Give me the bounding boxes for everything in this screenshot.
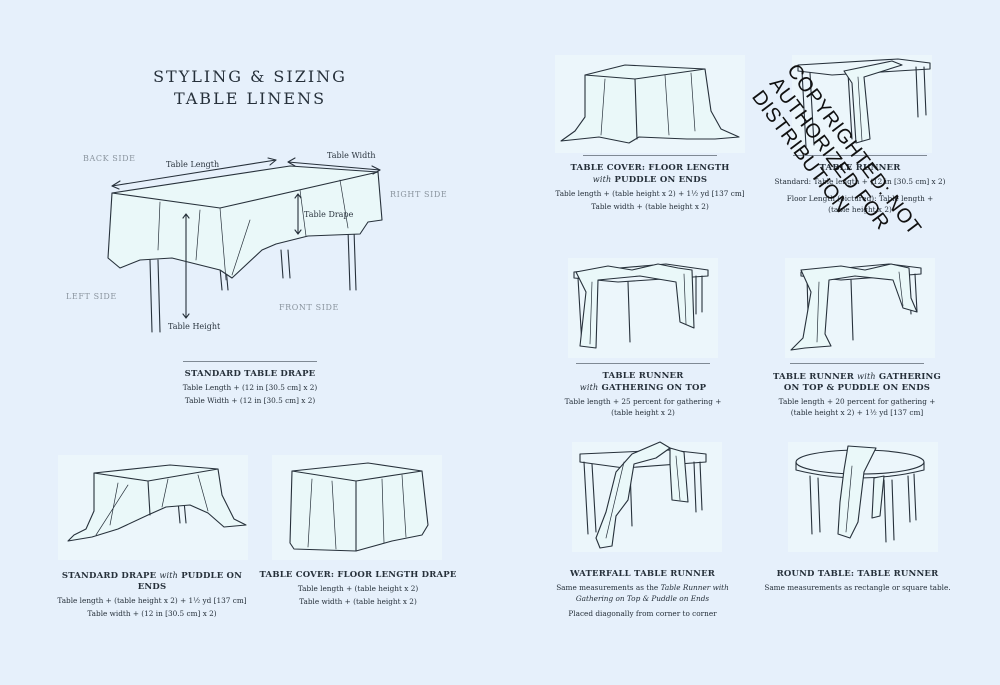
standard-table-diagram <box>107 157 383 333</box>
table-runner-illustration <box>792 55 932 153</box>
runner-gather-caption: TABLE RUNNER with GATHERING ON TOP Table… <box>543 363 743 418</box>
divider <box>790 363 924 364</box>
title-line-1: STYLING & SIZING <box>153 67 347 86</box>
standard-drape-caption: STANDARD TABLE DRAPE Table Length + (12 … <box>140 361 360 406</box>
caption-line: Table Width + (12 in [30.5 cm] x 2) <box>184 396 316 405</box>
waterfall-runner-illustration <box>572 441 722 552</box>
puddle-drape-illustration <box>58 455 248 560</box>
caption-line: Gathering on Top & Puddle on Ends <box>545 593 740 604</box>
caption-line: Floor Length (pictured): Table length + <box>786 194 934 203</box>
caption-line: (table height x 2) + 1½ yd [137 cm] <box>790 408 924 417</box>
back-side-label: BACK SIDE <box>83 154 136 163</box>
caption-heading: with PUDDLE ON ENDS <box>550 174 750 186</box>
heading-with: with <box>857 372 876 381</box>
page-title: STYLING & SIZING TABLE LINENS <box>120 66 380 110</box>
caption-line: Standard: Table length + (12 in [30.5 cm… <box>774 177 946 186</box>
cover-puddle-illustration <box>555 55 745 153</box>
caption-line: Table length + (table height x 2) + 1½ y… <box>555 189 745 198</box>
table-drape-label: Table Drape <box>304 210 354 219</box>
heading-with: with <box>159 571 179 580</box>
divider <box>793 155 927 156</box>
cover-puddle-caption: TABLE COVER: FLOOR LENGTH with PUDDLE ON… <box>550 155 750 212</box>
caption-line: Table width + (table height x 2) <box>299 597 417 606</box>
divider <box>183 361 317 362</box>
caption-line: Same measurements as rectangle or square… <box>764 583 951 592</box>
caption-line: Table length + (table height x 2) <box>297 584 419 593</box>
caption-line: Same measurements as the Table Runner wi… <box>545 582 740 593</box>
runner-gather-illustration <box>568 258 718 358</box>
caption-heading: TABLE RUNNER with GATHERING <box>757 371 957 383</box>
heading-part: GATHERING ON TOP <box>598 383 707 393</box>
caption-heading: TABLE RUNNER <box>602 371 684 381</box>
caption-heading: with GATHERING ON TOP <box>543 382 743 394</box>
table-runner-caption: TABLE RUNNER Standard: Table length + (1… <box>770 155 950 215</box>
round-table-illustration <box>788 442 938 552</box>
divider <box>583 155 717 156</box>
heading-part: GATHERING <box>875 372 941 382</box>
heading-part: STANDARD DRAPE <box>61 571 160 581</box>
caption-heading: TABLE COVER: FLOOR LENGTH DRAPE <box>259 570 457 580</box>
heading-part: PUDDLE ON ENDS <box>611 175 708 185</box>
caption-line: Table width + (table height x 2) <box>591 202 709 211</box>
heading-part: PUDDLE ON ENDS <box>137 571 243 592</box>
caption-heading: STANDARD DRAPE with PUDDLE ON ENDS <box>52 570 252 593</box>
caption-text: Same measurements as the <box>556 583 661 592</box>
puddle-drape-caption: STANDARD DRAPE with PUDDLE ON ENDS Table… <box>52 570 252 619</box>
caption-emphasis: Table Runner with <box>660 583 729 592</box>
runner-gather-puddle-caption: TABLE RUNNER with GATHERING ON TOP & PUD… <box>757 363 957 418</box>
heading-with: with <box>579 383 599 392</box>
round-table-caption: ROUND TABLE: TABLE RUNNER Same measureme… <box>760 569 955 593</box>
caption-line: Table length + 25 percent for gathering … <box>564 397 722 406</box>
caption-line: Table length + (table height x 2) + 1½ y… <box>57 596 247 605</box>
title-line-2: TABLE LINENS <box>173 89 327 108</box>
caption-heading: WATERFALL TABLE RUNNER <box>569 569 716 579</box>
caption-emphasis: Gathering on Top & Puddle on Ends <box>575 594 710 603</box>
caption-heading: TABLE RUNNER <box>819 163 901 173</box>
caption-heading: ON TOP & PUDDLE ON ENDS <box>783 383 931 393</box>
caption-line: Table Length + (12 in [30.5 cm] x 2) <box>182 383 318 392</box>
caption-line: Table length + 20 percent for gathering … <box>778 397 936 406</box>
runner-gather-puddle-illustration <box>785 258 935 358</box>
caption-heading: TABLE COVER: FLOOR LENGTH <box>570 163 730 173</box>
waterfall-caption: WATERFALL TABLE RUNNER Same measurements… <box>545 569 740 619</box>
caption-line: (table height x 2) <box>828 205 892 214</box>
left-side-label: LEFT SIDE <box>66 292 117 301</box>
caption-line: Table width + (12 in [30.5 cm] x 2) <box>87 609 217 618</box>
heading-with: with <box>592 175 612 184</box>
front-side-label: FRONT SIDE <box>279 303 339 312</box>
caption-line: Placed diagonally from corner to corner <box>568 609 717 618</box>
floor-cover-illustration <box>272 455 442 560</box>
table-height-label: Table Height <box>168 322 221 331</box>
caption-heading: STANDARD TABLE DRAPE <box>184 369 316 379</box>
table-width-label: Table Width <box>327 151 376 160</box>
caption-heading: ROUND TABLE: TABLE RUNNER <box>776 569 939 579</box>
floor-cover-caption: TABLE COVER: FLOOR LENGTH DRAPE Table le… <box>258 570 458 607</box>
table-length-label: Table Length <box>166 160 220 169</box>
divider <box>576 363 710 364</box>
heading-part: TABLE RUNNER <box>772 372 858 382</box>
right-side-label: RIGHT SIDE <box>390 190 448 199</box>
caption-line: (table height x 2) <box>611 408 675 417</box>
